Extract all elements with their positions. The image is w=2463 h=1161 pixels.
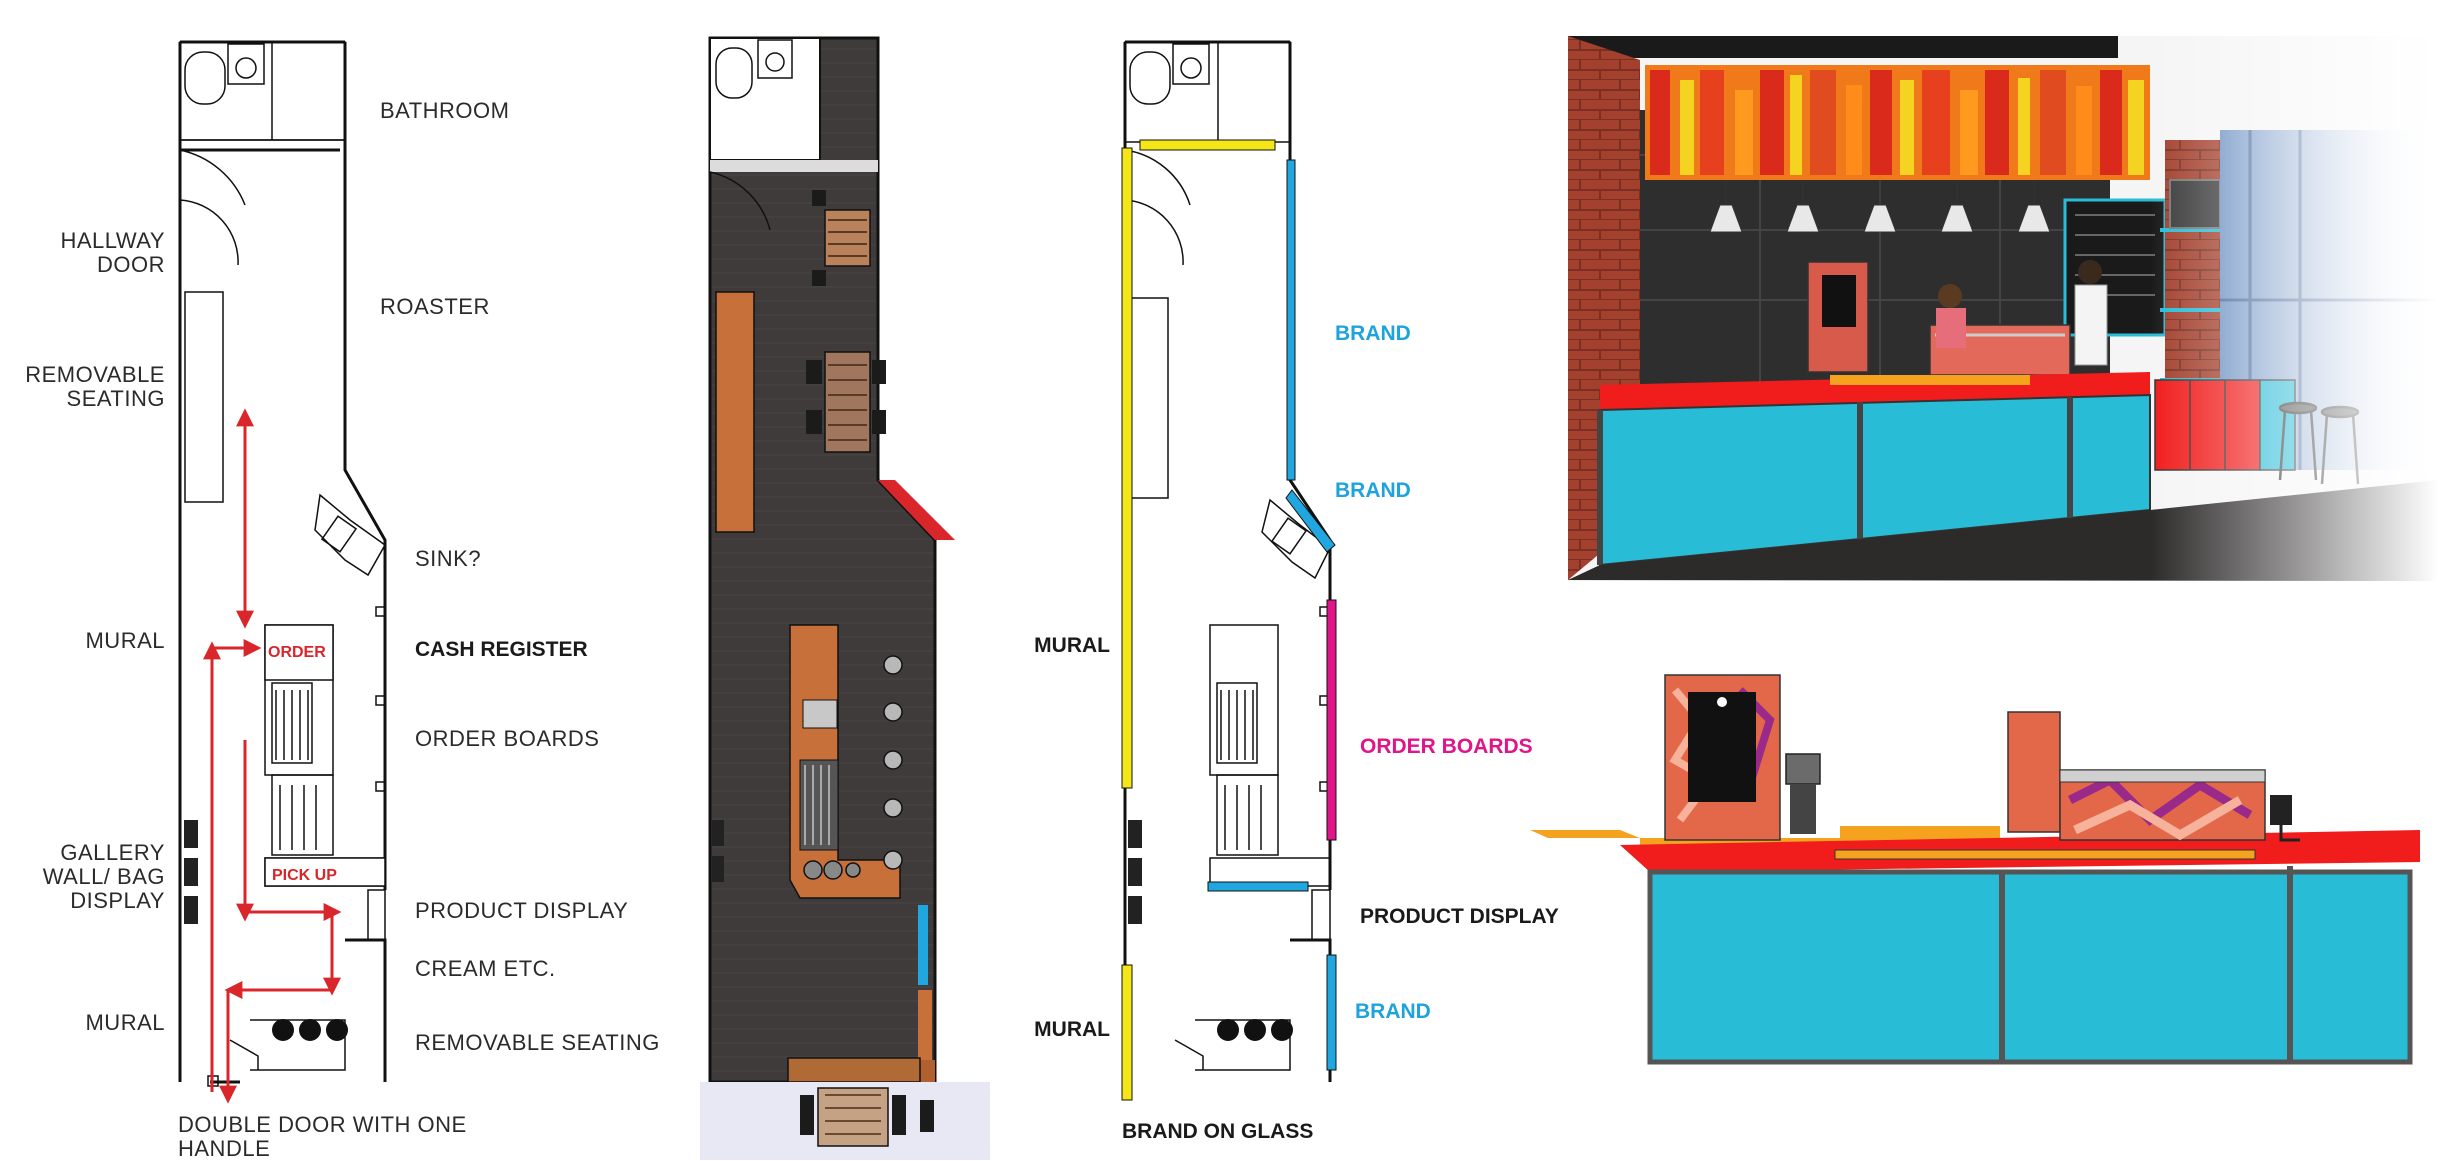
label-hallway-door-1: HALLWAY — [60, 228, 165, 253]
perspective-render-cafe — [1568, 36, 2438, 581]
label-gallery-3: DISPLAY — [70, 888, 165, 913]
label-roaster: ROASTER — [380, 294, 490, 319]
canopy-stripes — [1650, 70, 2144, 175]
mural-wall-strip — [1121, 147, 1133, 789]
brand-angled-strip — [1285, 489, 1336, 553]
label-product-display-plan3: PRODUCT DISPLAY — [1360, 905, 1559, 928]
pickup-station — [264, 857, 386, 887]
label-mural-top-plan3: MURAL — [1034, 634, 1110, 657]
label-brand-2: BRAND — [1335, 479, 1411, 502]
label-removable-seating-2: SEATING — [67, 386, 165, 411]
order-station — [264, 624, 334, 681]
plan-1-labels: BATHROOM HALLWAY DOOR ROASTER REMOVABLE … — [25, 98, 660, 1161]
product-display-strip — [1207, 881, 1309, 892]
label-cream: CREAM ETC. — [415, 956, 556, 981]
label-cash-register: CASH REGISTER — [415, 638, 588, 661]
order-boards-strip — [1326, 599, 1337, 841]
counter-elevation-render — [1530, 674, 2420, 1065]
mural-top-strip — [1139, 139, 1276, 151]
label-sink: SINK? — [415, 546, 481, 571]
mural-bottom-strip — [1121, 964, 1133, 1101]
label-hallway-door-2: DOOR — [97, 252, 165, 277]
plan-3-color-coded — [1121, 40, 1337, 1101]
label-removable-seating-1: REMOVABLE — [25, 362, 165, 387]
plan-3-labels: BRAND BRAND MURAL ORDER BOARDS PRODUCT D… — [1034, 322, 1559, 1143]
label-mural-top: MURAL — [85, 628, 165, 653]
brand-wall-strip — [1286, 159, 1296, 481]
label-gallery-2: WALL/ BAG — [43, 864, 165, 889]
label-brand-on-glass: BRAND ON GLASS — [1122, 1120, 1313, 1143]
label-order-boards-plan3: ORDER BOARDS — [1360, 735, 1533, 758]
label-removable-seating-bottom: REMOVABLE SEATING — [415, 1030, 660, 1055]
label-mural-bottom-plan3: MURAL — [1034, 1018, 1110, 1041]
plan-1-line-drawing — [178, 40, 387, 1087]
plan-2-rendered-floor — [700, 36, 990, 1160]
label-gallery-1: GALLERY — [60, 840, 165, 865]
tag-order: ORDER — [268, 644, 326, 661]
label-brand-3: BRAND — [1355, 1000, 1431, 1023]
label-mural-bottom: MURAL — [85, 1010, 165, 1035]
customer-flow-arrows — [203, 408, 342, 1104]
label-double-door-1: DOUBLE DOOR WITH ONE — [178, 1112, 467, 1137]
label-order-boards: ORDER BOARDS — [415, 726, 599, 751]
label-bathroom: BATHROOM — [380, 98, 509, 123]
brand-bottom-strip — [1326, 954, 1337, 1071]
tag-pick-up: PICK UP — [272, 867, 337, 884]
label-brand-1: BRAND — [1335, 322, 1411, 345]
label-product-display: PRODUCT DISPLAY — [415, 898, 628, 923]
label-double-door-2: HANDLE — [178, 1136, 270, 1161]
pendant-lights — [1709, 180, 2051, 233]
